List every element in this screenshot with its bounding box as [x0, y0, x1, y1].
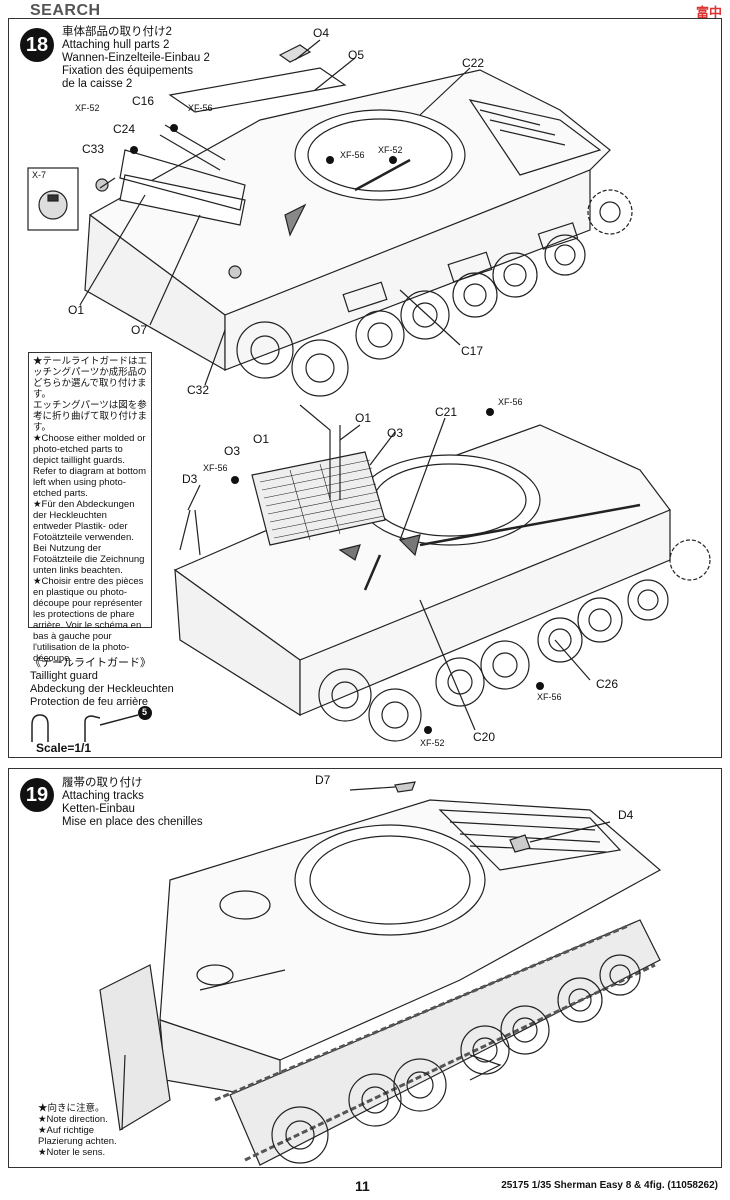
part-label-o3-b: O3: [387, 426, 404, 440]
tank-lower-drawing: [31, 404, 711, 742]
paint-label-xf52-b: XF-52: [378, 145, 403, 155]
step-19-number: 19: [20, 778, 54, 812]
taillight-note: ★テールライトガードはエッチングパーツか成形品のどちらか選んで取り付けます。 エ…: [28, 352, 152, 664]
part-label-d3: D3: [182, 472, 198, 486]
taillight-caption: 《テールライトガード》 Taillight guard Abdeckung de…: [30, 657, 174, 709]
step-19-title: 履帯の取り付け Attaching tracks Ketten-Einbau M…: [62, 777, 203, 829]
page-number: 11: [355, 1178, 370, 1194]
scale-label: Scale=1/1: [36, 741, 92, 755]
tank-upper-drawing: [27, 39, 633, 397]
part-label-o3: O3: [224, 444, 241, 458]
part-label-c26: C26: [596, 677, 619, 691]
title-en: Attaching tracks: [62, 790, 144, 802]
part-label-c32: C32: [187, 383, 210, 397]
part-label-o1-b: O1: [355, 411, 372, 425]
paint-label-xf52-a: XF-52: [75, 103, 100, 113]
taillight-fr: Protection de feu arrière: [30, 696, 149, 708]
taillight-de: Abdeckung der Heckleuchten: [30, 683, 174, 695]
title-jp: 履帯の取り付け: [62, 777, 143, 789]
step-18-number: 18: [20, 28, 54, 62]
paint-label-x7: X-7: [32, 170, 47, 180]
kit-reference: 25175 1/35 Sherman Easy 8 & 4fig. (11058…: [501, 1180, 718, 1191]
watermark-text: SEARCH: [30, 2, 101, 19]
part-label-o1-c: O1: [253, 432, 270, 446]
title-fr: Fixation des équipements: [62, 65, 194, 77]
note-jp-1: ★テールライトガードはエッチングパーツか成形品のどちらか選んで取り付けます。: [33, 356, 148, 400]
title-en: Attaching hull parts 2: [62, 39, 170, 51]
part-label-c21: C21: [435, 405, 458, 419]
title-de: Wannen-Einzelteile-Einbau 2: [62, 52, 210, 64]
part-label-o1: O1: [68, 303, 85, 317]
part-label-c17: C17: [461, 344, 484, 358]
paint-label-xf52-c: XF-52: [420, 738, 445, 748]
step-18-title: 車体部品の取り付け2 Attaching hull parts 2 Wannen…: [62, 26, 210, 91]
part-label-c22: C22: [462, 56, 485, 70]
note-jp-2: エッチングパーツは図を参考に折り曲げて取り付けます。: [33, 400, 148, 433]
part-label-c24: C24: [113, 122, 136, 136]
note-en: ★Note direction.: [38, 1114, 108, 1125]
part-label-c16: C16: [132, 94, 155, 108]
note-jp: ★向きに注意。: [38, 1103, 105, 1114]
title-de: Ketten-Einbau: [62, 803, 135, 815]
paint-label-xf56-c: XF-56: [498, 397, 523, 407]
watermark-logo: 富中: [695, 5, 722, 20]
part-label-o5-ref: 5: [142, 707, 148, 717]
part-label-d4: D4: [618, 808, 634, 822]
title-jp: 車体部品の取り付け2: [62, 26, 172, 38]
taillight-jp: 《テールライトガード》: [30, 657, 151, 669]
note-de-2: Plazierung achten.: [38, 1136, 117, 1147]
note-en: ★Choose either molded or photo-etched pa…: [33, 433, 146, 499]
title-fr-2: de la caisse 2: [62, 78, 133, 90]
part-label-d7: D7: [315, 773, 331, 787]
note-fr: ★Noter le sens.: [38, 1147, 106, 1158]
paint-label-xf56-b: XF-56: [340, 150, 365, 160]
part-label-c20: C20: [473, 730, 496, 744]
title-fr: Mise en place des chenilles: [62, 816, 203, 828]
direction-note: ★向きに注意。 ★Note direction. ★Auf richtige P…: [38, 1103, 117, 1158]
taillight-en: Taillight guard: [30, 670, 98, 682]
paint-label-xf56-e: XF-56: [537, 692, 562, 702]
part-label-o5: O5: [348, 48, 365, 62]
paint-label-xf56-a: XF-56: [188, 103, 213, 113]
paint-label-xf56-d: XF-56: [203, 463, 228, 473]
note-de: ★Für den Abdeckungen der Heckleuchten en…: [33, 499, 145, 576]
note-fr: ★Choisir entre des pièces en plastique o…: [33, 576, 144, 664]
part-label-o7: O7: [131, 323, 148, 337]
part-label-c33: C33: [82, 142, 105, 156]
part-label-o4: O4: [313, 26, 330, 40]
note-de-1: ★Auf richtige: [38, 1125, 95, 1136]
